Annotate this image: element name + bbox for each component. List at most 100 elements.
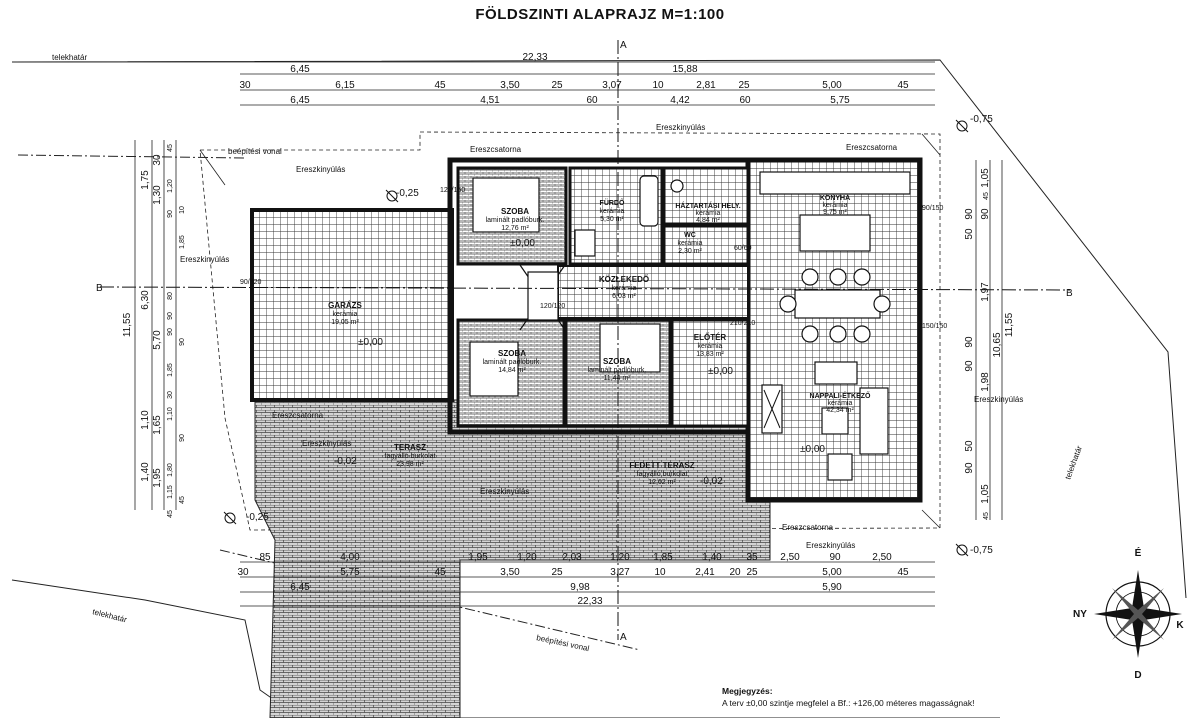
dim-right-c2-5: 90 xyxy=(964,462,975,474)
room-label-terasz: TERASZ fagyálló burkolat 23,98 m² xyxy=(385,443,436,468)
room-name: NAPPALI-ÉTKEZŐ xyxy=(810,391,871,400)
dim-top-r3-5: 5,75 xyxy=(830,95,850,106)
room-label-fedett-terasz: FEDETT TERASZ fagyálló burkolat 12,62 m² xyxy=(629,461,694,486)
dim-bot-r1-1: 4,00 xyxy=(340,552,360,563)
dim-left-c3-10: 1,15 xyxy=(167,485,174,499)
telekhatar-label-right: telekhatár xyxy=(1063,444,1084,480)
dim-right-c1-2: 90 xyxy=(980,208,991,220)
dim-bot-r1-8: 35 xyxy=(746,552,758,563)
level-top-right-075: -0,75 xyxy=(970,114,993,125)
dim-left-c2-4: 1,95 xyxy=(152,468,163,488)
room-floor: kerámia xyxy=(828,400,853,407)
dim-bot-r2-5: 3,27 xyxy=(610,567,630,578)
dim-bot-r1-4: 2,03 xyxy=(562,552,582,563)
roof-eaves-outline xyxy=(199,131,941,531)
level-nappali-000: ±0,00 xyxy=(800,444,825,455)
level-bottom-right-075: -0,75 xyxy=(970,545,993,556)
fireplace-mark xyxy=(763,389,781,429)
building-line xyxy=(17,154,641,651)
eaves-label-garage: Ereszcsatorna xyxy=(272,411,324,420)
telekhatar-label-bottom: telekhatár xyxy=(92,607,129,624)
room-name: GARÁZS xyxy=(328,301,362,310)
dim-left-c4-1: 1,85 xyxy=(179,235,186,249)
level-markers xyxy=(223,119,969,557)
room-area: 12,76 m² xyxy=(501,225,529,232)
room-label-konyha: KONYHA kerámia 9,75 m² xyxy=(820,195,850,216)
dim-top-r2-0: 30 xyxy=(239,80,251,91)
dim-top-r2-3: 3,50 xyxy=(500,80,520,91)
plan-title: FÖLDSZINTI ALAPRAJZ M=1:100 xyxy=(475,6,724,23)
dim-right-c2-1: 50 xyxy=(964,228,975,240)
eaves-label-terrace: Ereszkinyúlás xyxy=(302,439,351,448)
room-name: ELŐTÉR xyxy=(694,333,727,342)
dim-right-c1-5: 1,98 xyxy=(980,372,991,392)
dim-bot-r1-0: 85 xyxy=(259,552,271,563)
level-fedett-002: -0,02 xyxy=(700,476,723,487)
dim-bot-r2-3: 3,50 xyxy=(500,567,520,578)
gutter-label-bottom: Ereszcsatorna xyxy=(782,523,834,532)
level-terasz-002: -0,02 xyxy=(334,456,357,467)
room-floor: fagyálló burkolat xyxy=(385,453,436,460)
dim-left-c3-8: 1,10 xyxy=(167,407,174,421)
compass-w: NY xyxy=(1073,609,1087,620)
dim-bot-r1-6: 1,85 xyxy=(653,552,673,563)
dim-left-c2-3: 1,65 xyxy=(152,415,163,435)
dim-right-c2-0: 90 xyxy=(964,208,975,220)
room-floor: kerámia xyxy=(600,208,625,215)
dim-top-r2-10: 45 xyxy=(897,80,909,91)
room-area: 42,34 m² xyxy=(826,407,854,414)
dim-bot-r2-9: 25 xyxy=(746,567,758,578)
dim-top-r2-2: 45 xyxy=(434,80,446,91)
dim-bot-r1-10: 90 xyxy=(829,552,841,563)
dim-top-r2-6: 10 xyxy=(652,80,664,91)
dim-left-c3-1: 1,20 xyxy=(167,179,174,193)
level-eloter-000: ±0,00 xyxy=(708,366,733,377)
room-name: KÖZLEKEDŐ xyxy=(599,275,649,284)
dim-top-r2-9: 5,00 xyxy=(822,80,842,91)
dim-bot-r3-2: 5,90 xyxy=(822,582,842,593)
room-area: 11,44 m² xyxy=(603,375,631,382)
dimension-lines xyxy=(20,61,1003,607)
dim-top-r3-0: 6,45 xyxy=(290,95,310,106)
dim-left-c3-5: 90 xyxy=(167,328,174,336)
eaves-label-top-left: Ereszkinyúlás xyxy=(296,165,345,174)
dim-left-c3-3: 80 xyxy=(167,292,174,300)
room-area: 19,05 m² xyxy=(331,319,359,326)
dim-left-c2-2: 5,70 xyxy=(152,330,163,350)
dim-left-c2-0: 30 xyxy=(152,154,163,166)
window-code-6: 60/60 xyxy=(734,245,752,252)
dim-left-c4-4: 45 xyxy=(179,496,186,504)
dim-bot-r1-9: 2,50 xyxy=(780,552,800,563)
dim-left-c3-4: 90 xyxy=(167,312,174,320)
telekhatar-label-top: telekhatár xyxy=(52,53,87,62)
window-code-2: 90/120 xyxy=(240,279,262,286)
room-label-szoba2: SZOBA laminált padlóburk. 14,84 m² xyxy=(483,349,542,374)
room-label-nappali: NAPPALI-ÉTKEZŐ kerámia 42,34 m² xyxy=(810,391,871,414)
note-heading: Megjegyzés: xyxy=(722,686,773,696)
section-line-b xyxy=(99,286,1071,291)
corridor-diagonals xyxy=(519,264,566,331)
dim-left-c1-0: 1,75 xyxy=(140,170,151,190)
gutter-label-top: Ereszcsatorna xyxy=(470,145,522,154)
dim-right-c1-7: 45 xyxy=(983,512,990,520)
room-floor: kerámia xyxy=(612,285,637,292)
dim-top-r2-5: 3,07 xyxy=(602,80,622,91)
room-area: 13,83 m² xyxy=(696,351,724,358)
dim-left-c2-1: 1,30 xyxy=(152,185,163,205)
room-floor: kerámia xyxy=(678,240,703,247)
room-name: FEDETT TERASZ xyxy=(629,461,694,470)
dim-bot-r2-7: 2,41 xyxy=(695,567,715,578)
dim-bot-r1-2: 1,95 xyxy=(468,552,488,563)
room-area: 23,98 m² xyxy=(396,461,424,468)
dim-right-c1-6: 1,05 xyxy=(980,484,991,504)
dim-right-c1-1: 45 xyxy=(983,192,990,200)
room-area: 4,84 m² xyxy=(696,217,720,224)
dim-bot-r2-0: 30 xyxy=(237,567,249,578)
fixtures xyxy=(469,171,911,481)
room-floor: laminált padlóburk. xyxy=(486,217,545,224)
section-a-top: A xyxy=(620,40,627,51)
room-name: SZOBA xyxy=(498,349,526,358)
dim-bot-r2-4: 25 xyxy=(551,567,563,578)
room-name: TERASZ xyxy=(394,443,426,452)
